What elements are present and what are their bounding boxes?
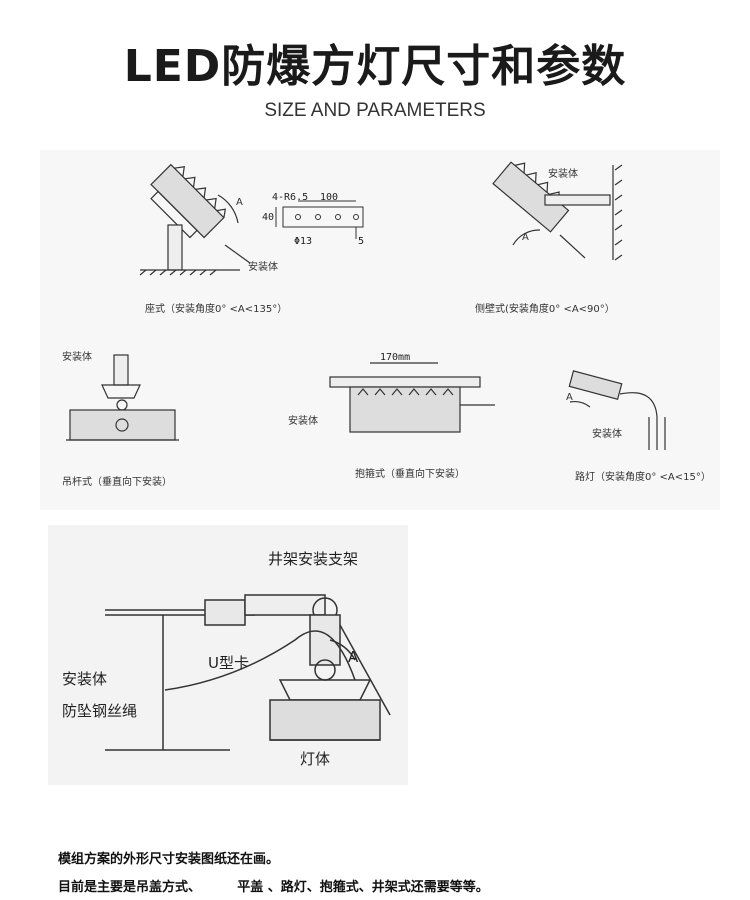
derrick-mount-panel xyxy=(48,525,408,785)
bracket-height-dim: 40 xyxy=(262,212,275,223)
derrick-ucard-label: U型卡 xyxy=(208,654,249,672)
street-caption: 路灯（安装角度0° <A<15°） xyxy=(575,472,711,483)
hoop-body-label: 安装体 xyxy=(288,416,318,427)
page-subtitle: SIZE AND PARAMETERS xyxy=(264,100,486,121)
seat-angle-label: A xyxy=(236,197,243,208)
hoop-mount-drawing xyxy=(329,362,495,433)
bracket-dia-dim: Φ13 xyxy=(294,236,313,247)
derrick-lamp-label: 灯体 xyxy=(300,750,331,768)
note-line-2: 目前是主要是吊盖方式、 平盖 、路灯、抱箍式、井架式还需要等等。 xyxy=(58,880,489,895)
derrick-angle-label: A xyxy=(348,648,359,666)
seat-caption: 座式（安装角度0° <A<135°） xyxy=(145,304,288,315)
wall-body-label: 安装体 xyxy=(548,169,578,180)
street-angle-label: A xyxy=(566,392,573,403)
pole-caption: 吊杆式（垂直向下安装） xyxy=(62,477,172,488)
pole-body-label: 安装体 xyxy=(62,352,92,363)
seat-mount-drawing xyxy=(139,163,251,276)
derrick-mount-drawing xyxy=(105,594,391,751)
bracket-holes-dim: 4-R6.5 xyxy=(272,192,309,203)
seat-body-label: 安装体 xyxy=(248,262,278,273)
hoop-dim: 170mm xyxy=(380,352,411,363)
wall-angle-label: A xyxy=(522,232,529,243)
pole-mount-drawing xyxy=(66,354,179,441)
mounting-types-panel xyxy=(40,150,720,510)
street-body-label: 安装体 xyxy=(592,429,622,440)
bracket-length-dim: 100 xyxy=(320,192,339,203)
page-title: LED防爆方灯尺寸和参数 xyxy=(123,41,627,92)
derrick-wire-label: 防坠钢丝绳 xyxy=(62,702,138,720)
bracket-offset-dim: 5 xyxy=(358,236,365,247)
street-mount-drawing xyxy=(568,370,666,450)
derrick-bracket-label: 井架安装支架 xyxy=(268,550,359,568)
derrick-body-label: 安装体 xyxy=(62,670,108,688)
hoop-caption: 抱箍式（垂直向下安装） xyxy=(355,469,465,480)
wall-mount-drawing xyxy=(492,161,623,261)
bracket-dimension-drawing xyxy=(275,200,364,239)
note-line-1: 模组方案的外形尺寸安装图纸还在画。 xyxy=(58,852,280,867)
wall-caption: 侧壁式(安装角度0° <A<90°） xyxy=(475,304,615,315)
